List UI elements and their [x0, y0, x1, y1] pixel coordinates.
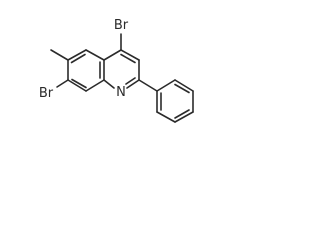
bond-c4a-c5 [85, 49, 105, 61]
bond-c4a-c4 [103, 49, 122, 61]
bond-ph2-ph3 [174, 79, 194, 92]
double-bond-c2-n1 [125, 77, 136, 85]
double-bond-ph4-ph5 [174, 109, 190, 119]
bond-c5-c6 [67, 49, 87, 61]
bond-c7-br [56, 79, 69, 88]
double-bond-ph2-ph3 [174, 83, 190, 94]
double-bond-c4-c3 [120, 53, 136, 64]
bond-n1-c8a [103, 79, 115, 89]
bond-c2-phenyl [138, 79, 158, 92]
double-bond-c5-c6 [70, 53, 86, 64]
bond-c7-c8 [67, 79, 87, 92]
chemical-structure-diagram: Br Br N [39, 18, 194, 123]
bond-ph5-ph6 [156, 111, 176, 123]
bond-ph4-ph5 [174, 111, 194, 123]
bond-c4-c3 [120, 49, 140, 61]
bond-c2-n1 [126, 79, 140, 89]
bond-ph1-ph2 [156, 79, 176, 92]
double-bond-c7-c8 [71, 78, 87, 89]
bromine-atom-label-left: Br [39, 86, 54, 101]
bond-c6-methyl [50, 49, 69, 61]
bromine-atom-label-top: Br [114, 18, 129, 33]
bond-c8-c8a [85, 79, 105, 92]
nitrogen-atom-label: N [116, 85, 126, 100]
